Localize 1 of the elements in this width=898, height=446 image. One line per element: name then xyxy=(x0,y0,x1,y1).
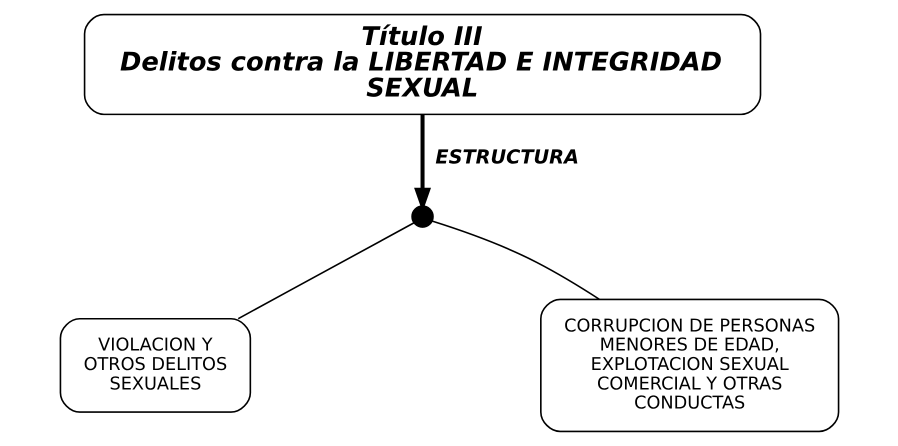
edge-label: ESTRUCTURA xyxy=(434,146,578,169)
